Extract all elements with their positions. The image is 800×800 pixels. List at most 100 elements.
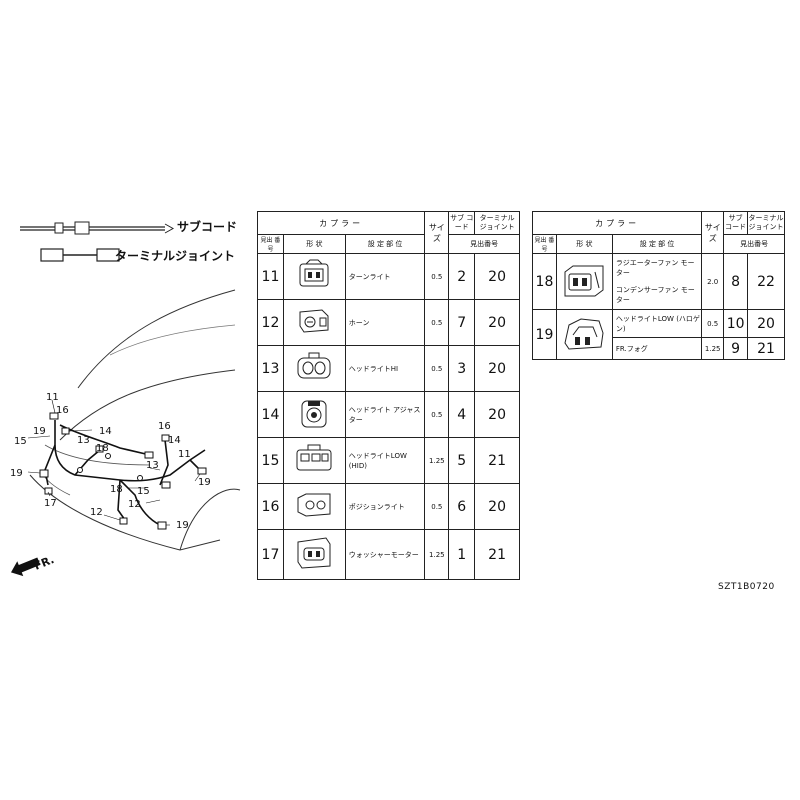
callout-label: 11 [178,449,191,460]
terminal-cell: 20 [474,345,520,392]
size-cell: 2.0 [701,253,725,310]
connector-shape [282,345,346,392]
location-col-header: 設 定 部 位 [344,234,426,254]
table-row: 12 ホーン 0.5 7 20 [257,299,520,346]
connector-15-icon [296,444,332,470]
size-header: サイズ [424,211,450,254]
sub-code-header: サブ コード [723,211,749,235]
callout-label: 19 [198,477,211,488]
connector-18-icon [564,265,604,296]
location-cell: ウォッシャーモーター [344,529,426,580]
wheel-arch-outline [179,488,241,551]
sub-code-cell: 5 [448,437,476,484]
size-cell: 0.5 [424,345,450,392]
sub-code-cell: 2 [448,253,476,300]
figure-code: SZT1B0720 [718,582,775,592]
callout-label: 18 [110,484,123,495]
index-cell: 11 [257,253,284,300]
table-row: 17 ウォッシャーモーター 1.25 1 21 [257,529,520,580]
table-row: 11 ターンライト 0.5 2 20 [257,253,520,300]
callout-label: 16 [158,421,171,432]
sub-code-cell: 10 [723,309,749,338]
wire-harness [44,420,206,526]
connector-shape [282,299,346,346]
table-row: FR.フォグ 1.25 9 21 [533,337,785,360]
size-cell: 1.25 [424,437,450,484]
connector-table-left: カプラー サイズ サブ コード ターミナル ジョイント 見出 番号 形 状 設 … [256,211,520,580]
index-cell: 19 [532,309,557,360]
size-cell: 0.5 [424,391,450,438]
hood-outline [77,289,236,389]
connector-16-icon [297,493,331,517]
sub-code-cell: 4 [448,391,476,438]
terminal-cell: 20 [474,299,520,346]
vehicle-harness-diagram: 11 16 19 15 13 14 18 19 17 16 14 11 13 1… [10,289,241,577]
callout-label: 13 [77,435,90,446]
sub-code-cell: 7 [448,299,476,346]
connector-shape [555,253,613,310]
shape-col-header: 形 状 [555,234,613,254]
coupler-group-header: カプラー [256,211,426,235]
index-cell: 14 [257,391,284,438]
lookup-col-header: 見出番号 [448,234,520,254]
sub-code-cell: 6 [448,483,476,530]
terminal-joint-symbol [40,248,120,262]
terminal-cell: 21 [747,337,785,360]
front-direction-arrow [10,557,41,577]
connector-shape [282,437,346,484]
size-cell: 0.5 [424,299,450,346]
location-cell: ターンライト [344,253,426,300]
index-col-header: 見出 番号 [532,234,557,254]
sub-cord-label: サブコード [177,220,238,234]
location-cell: ポジションライト [344,483,426,530]
table-row: 16 ポジションライト 0.5 6 20 [257,483,520,530]
location-cell: ヘッドライト アジャスター [344,391,426,438]
sub-code-cell: 1 [448,529,476,580]
connector-13-icon [297,352,331,378]
connector-shape [282,483,346,530]
location-cell: FR.フォグ [611,337,703,360]
terminal-joint-header: ターミナル ジョイント [474,211,520,235]
callout-label: 19 [176,520,189,531]
size-cell: 1.25 [424,529,450,580]
location-col-header: 設 定 部 位 [611,234,703,254]
index-col-header: 見出 番号 [257,234,284,254]
connector-shape [555,309,613,360]
legend: サブコード ターミナルジョイント [15,210,245,270]
location-cell: コンデンサーファン モーター [611,281,703,310]
connector-12-icon [299,308,329,333]
connectors [39,412,207,530]
connector-table-right: カプラー サイズ サブ コード ターミナル ジョイント 見出 番号 形 状 設 … [531,211,785,360]
terminal-cell: 21 [474,437,520,484]
callout-label: 19 [10,468,23,479]
terminal-joint-header: ターミナル ジョイント [747,211,785,235]
table-row: 14 ヘッドライト アジャスター 0.5 4 20 [257,391,520,438]
table-row: 13 ヘッドライトHI 0.5 3 20 [257,345,520,392]
location-cell: ヘッドライトLOW (HID) [344,437,426,484]
terminal-cell: 20 [474,483,520,530]
size-cell: 0.5 [701,309,725,338]
table-row: 15 ヘッドライトLOW (HID) 1.25 5 21 [257,437,520,484]
terminal-cell: 20 [474,253,520,300]
callout-label: 12 [90,507,103,518]
callout-label: 14 [168,435,181,446]
coupler-group-header: カプラー [531,211,703,235]
location-cell: ヘッドライトHI [344,345,426,392]
shape-col-header: 形 状 [282,234,346,254]
lookup-col-header: 見出番号 [723,234,785,254]
connector-19-icon [564,317,604,350]
index-cell: 12 [257,299,284,346]
connector-shape [282,529,346,580]
terminal-cell: 21 [474,529,520,580]
index-cell: 18 [532,253,557,310]
connector-14-icon [301,400,327,427]
callout-label: 14 [99,426,112,437]
sub-code-header: サブ コード [448,211,476,235]
location-cell: ヘッドライトLOW (ハロゲン) [611,309,703,338]
callout-label: 13 [146,460,159,471]
table-row: 18 ラジエーターファン モーター 2.0 8 22 [532,253,785,310]
terminal-cell: 20 [474,391,520,438]
sub-code-cell: 9 [723,337,749,360]
callout-label: 19 [33,426,46,437]
index-cell: 15 [257,437,284,484]
